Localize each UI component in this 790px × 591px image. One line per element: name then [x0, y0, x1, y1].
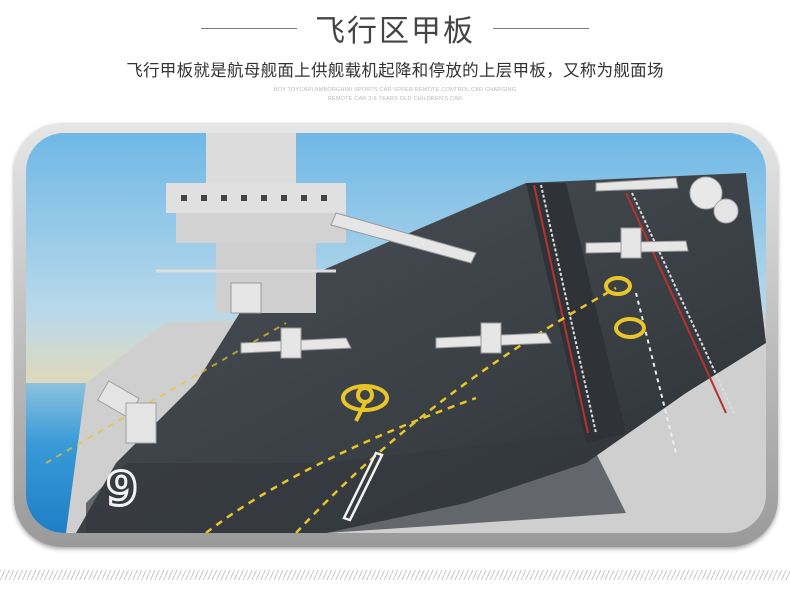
title-divider-left: [201, 27, 297, 29]
page-title: 飞行区甲板: [315, 14, 475, 49]
section-header: 飞行区甲板: [0, 8, 790, 49]
svg-text:9: 9: [106, 462, 138, 516]
page-subtitle: 飞行甲板就是航母舰面上供舰载机起降和停放的上层甲板，又称为舰面场: [126, 61, 664, 80]
tagline-line-1: BOY TOYCARLAMBORGHINI SPORTS CAR SPPER R…: [273, 87, 517, 93]
title-divider-right: [493, 27, 589, 29]
tagline-line-2: REMOTE CAR 3-6 YEARS OLD CHILDREN'S CAR: [327, 96, 463, 102]
decorative-hatch-divider: [0, 570, 790, 580]
product-image: 9: [26, 133, 766, 533]
